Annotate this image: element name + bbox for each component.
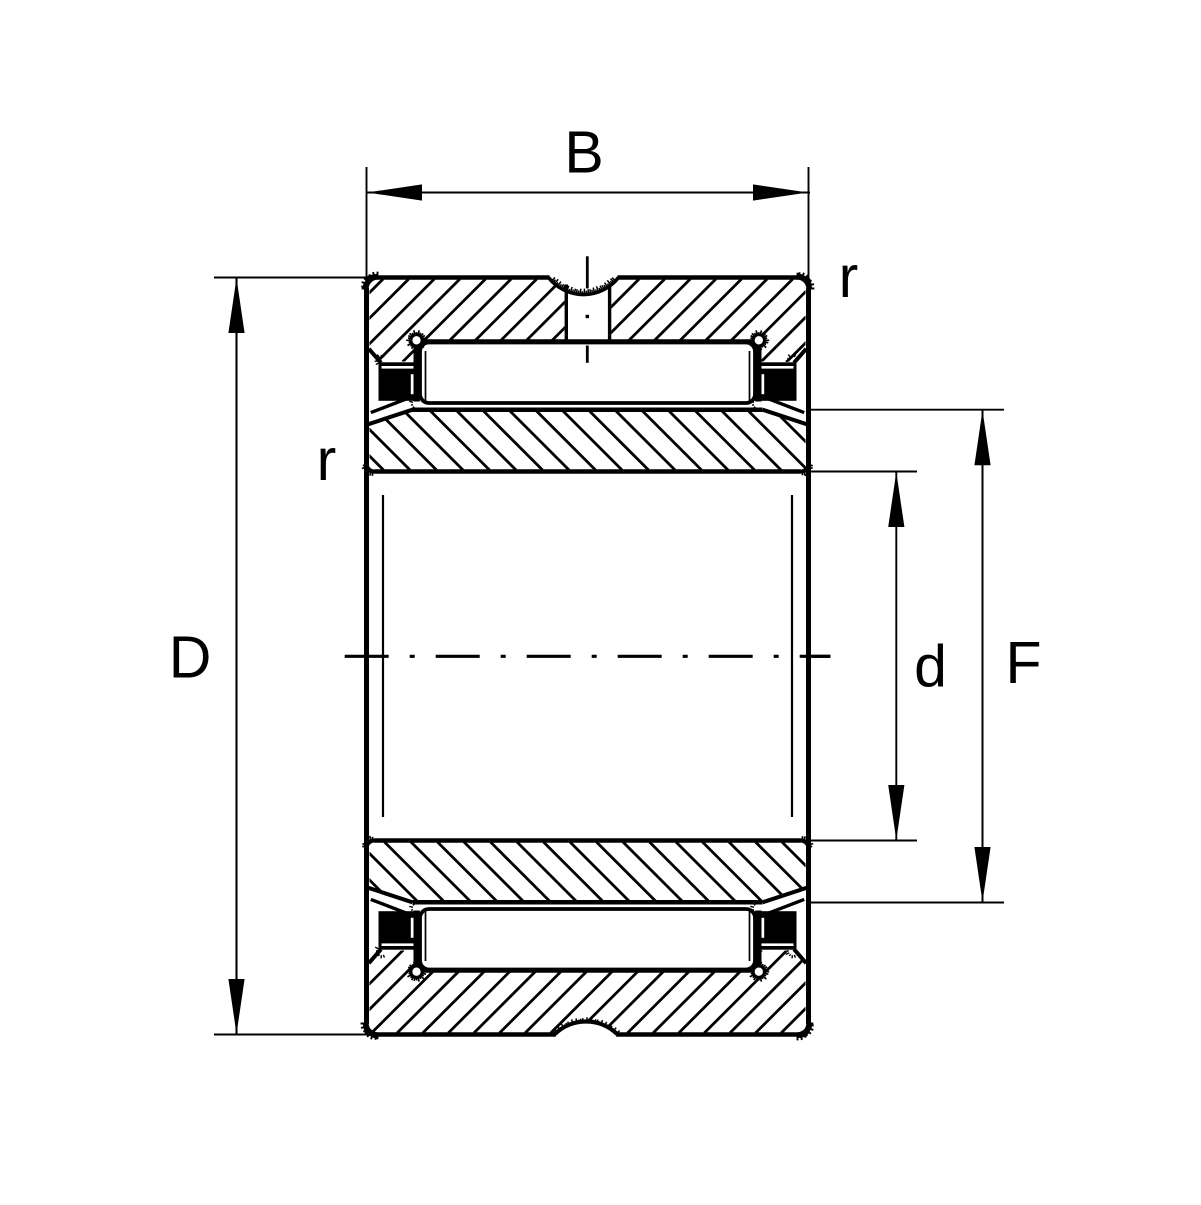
svg-text:r: r [839,244,859,310]
svg-text:B: B [564,120,603,186]
svg-text:r: r [317,427,337,493]
svg-text:F: F [1005,630,1041,696]
svg-text:D: D [169,625,212,691]
svg-text:d: d [914,634,947,700]
